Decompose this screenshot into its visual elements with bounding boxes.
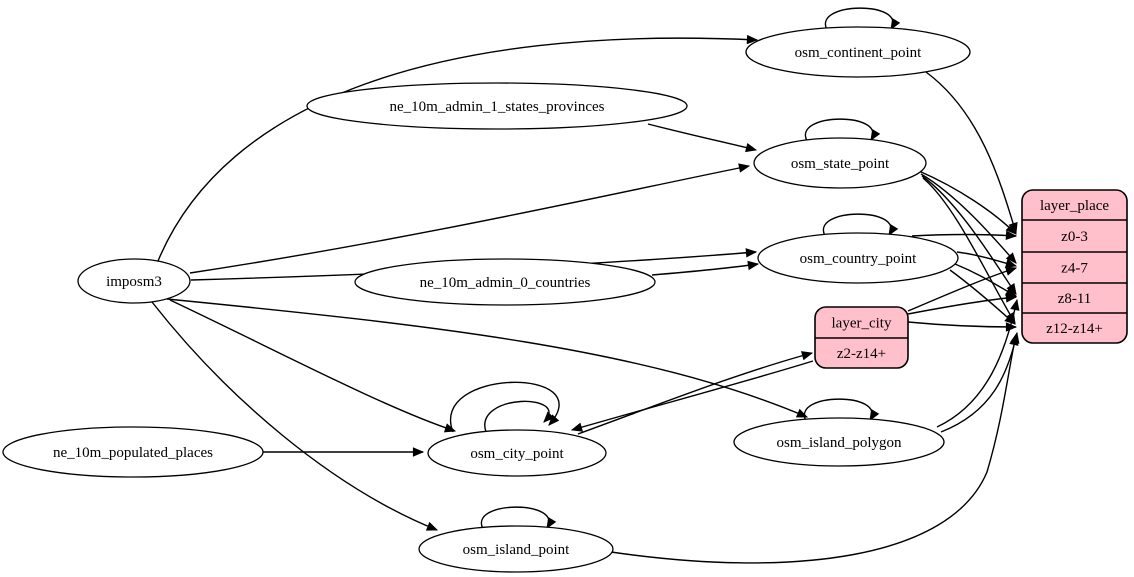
record-layer_city bbox=[814, 306, 909, 369]
edge-osm_country_point-to-layer_place:z4-7 bbox=[956, 251, 1018, 268]
node-ne_10m_admin_0_countries bbox=[354, 258, 656, 306]
edge-layer_city-to-layer_place:z12-z14+ bbox=[907, 321, 1018, 332]
edge-osm_state_point-to-layer_place:z4-7 bbox=[920, 173, 1017, 264]
edge-osm_city_point-to-layer_city bbox=[577, 351, 814, 435]
node-ellipse-ne_10m_admin_1_states_provinces bbox=[306, 82, 688, 130]
node-ellipse-osm_city_point bbox=[427, 429, 607, 477]
edge-osm_island_point-to-layer_place:z12-z14+ bbox=[610, 333, 1019, 564]
edge-osm_country_point-to-layer_place:z0-3 bbox=[911, 230, 1018, 241]
self-loop-osm_state_point-1 bbox=[804, 118, 881, 142]
node-osm_island_polygon bbox=[733, 417, 945, 467]
self-loop-osm_city_point-4 bbox=[484, 400, 555, 433]
edge-ne_10m_admin_0_countries-to-osm_country_point bbox=[651, 260, 760, 276]
node-label-osm_island_polygon: osm_island_polygon bbox=[776, 435, 902, 451]
record-row-layer_city-z2-z14+: z2-z14+ bbox=[837, 346, 886, 362]
record-row-layer_place-z8-11: z8-11 bbox=[1058, 291, 1092, 307]
record-row-layer_place-z0-3: z0-3 bbox=[1061, 229, 1088, 245]
record-box-layer_place bbox=[1021, 189, 1128, 344]
node-ellipse-osm_island_point bbox=[418, 525, 614, 573]
node-ne_10m_populated_places bbox=[2, 426, 264, 478]
node-ellipse-osm_island_polygon bbox=[733, 417, 945, 467]
node-label-osm_city_point: osm_city_point bbox=[470, 446, 564, 462]
node-osm_country_point bbox=[757, 232, 959, 284]
self-loop-osm_island_polygon-5 bbox=[803, 398, 880, 422]
self-loop-osm_island_point-6 bbox=[480, 506, 557, 530]
node-osm_continent_point bbox=[745, 26, 971, 78]
edge-layer_city-to-layer_place:z4-7 bbox=[907, 266, 1018, 312]
node-ellipse-ne_10m_populated_places bbox=[2, 426, 264, 478]
edge-imposm3-to-osm_island_point bbox=[151, 301, 439, 531]
node-imposm3 bbox=[77, 258, 191, 304]
self-loop-osm_continent_point-0 bbox=[824, 7, 901, 31]
edge-osm_state_point-to-layer_place:z12-z14+ bbox=[922, 177, 1016, 324]
node-label-ne_10m_populated_places: ne_10m_populated_places bbox=[53, 445, 213, 461]
edge-imposm3-to-osm_continent_point bbox=[157, 34, 759, 262]
self-loop-osm_country_point-2 bbox=[822, 213, 899, 237]
node-label-ne_10m_admin_1_states_provinces: ne_10m_admin_1_states_provinces bbox=[390, 99, 605, 115]
node-ellipse-osm_state_point bbox=[753, 137, 927, 189]
edge-osm_state_point-to-layer_place:z0-3 bbox=[918, 170, 1017, 235]
edge-layer_city-to-layer_place:z8-11 bbox=[907, 293, 1018, 315]
edge-osm_island_polygon-to-layer_place:z12-z14+ bbox=[940, 331, 1020, 433]
record-row-layer_place-z4-7: z4-7 bbox=[1061, 261, 1088, 277]
edge-imposm3-to-osm_city_point bbox=[169, 299, 457, 433]
record-layer_place bbox=[1021, 189, 1128, 344]
edge-imposm3-to-osm_state_point bbox=[189, 163, 751, 274]
node-osm_city_point bbox=[427, 429, 607, 477]
record-header-layer_city: layer_city bbox=[832, 316, 892, 332]
edge-imposm3-to-osm_island_polygon bbox=[166, 298, 809, 418]
node-ellipse-osm_continent_point bbox=[745, 26, 971, 78]
edge-layer_city-to-osm_city_point bbox=[570, 360, 814, 432]
record-header-layer_place: layer_place bbox=[1040, 198, 1109, 214]
node-label-osm_state_point: osm_state_point bbox=[791, 156, 890, 172]
node-osm_state_point bbox=[753, 137, 927, 189]
node-label-osm_continent_point: osm_continent_point bbox=[795, 45, 922, 61]
self-loop-osm_city_point-3 bbox=[449, 381, 560, 433]
node-label-osm_island_point: osm_island_point bbox=[463, 542, 571, 558]
node-ellipse-ne_10m_admin_0_countries bbox=[354, 258, 656, 306]
node-ellipse-imposm3 bbox=[77, 258, 191, 304]
node-label-osm_country_point: osm_country_point bbox=[800, 251, 917, 267]
node-ne_10m_admin_1_states_provinces bbox=[306, 82, 688, 130]
edge-ne_10m_admin_1_states_provinces-to-osm_state_point bbox=[647, 123, 758, 153]
node-osm_island_point bbox=[418, 525, 614, 573]
edge-osm_continent_point-to-layer_place:z0-3 bbox=[925, 71, 1018, 235]
edge-osm_state_point-to-layer_place:z8-11 bbox=[921, 175, 1017, 295]
record-row-layer_place-z12-z14+: z12-z14+ bbox=[1046, 321, 1103, 337]
node-ellipse-osm_country_point bbox=[757, 232, 959, 284]
node-label-ne_10m_admin_0_countries: ne_10m_admin_0_countries bbox=[420, 275, 591, 291]
node-label-imposm3: imposm3 bbox=[106, 274, 162, 290]
edge-osm_island_polygon-to-layer_place:z8-11 bbox=[936, 298, 1020, 428]
